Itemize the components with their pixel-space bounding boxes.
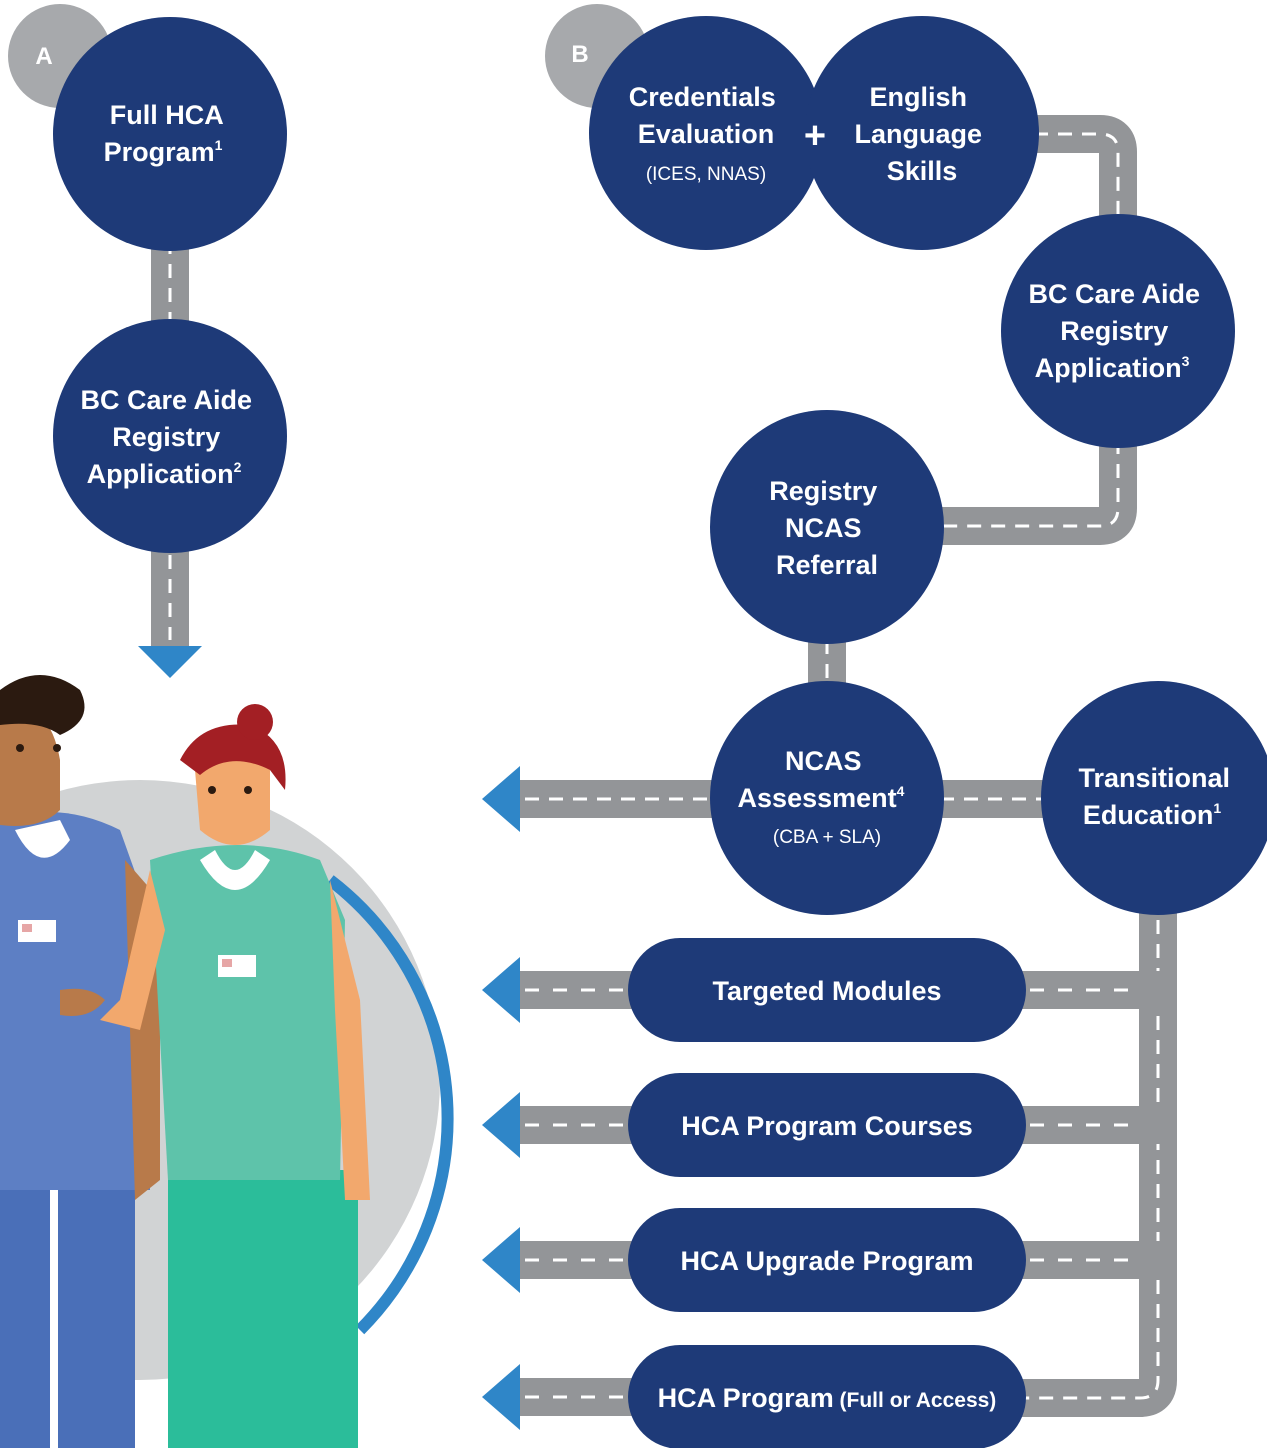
option-label: HCA Program	[658, 1383, 834, 1413]
option-exit-arrow	[482, 1092, 520, 1158]
option-pill-shape	[628, 938, 1026, 1042]
option-exit-arrow	[482, 957, 520, 1023]
registry-b-line2: Registry	[1060, 316, 1168, 346]
registry-a-footnote: 2	[234, 459, 242, 475]
option-pill-label: Targeted Modules	[712, 976, 941, 1006]
full-hca-line1: Full HCA	[110, 100, 223, 130]
ncas-exit-arrow	[482, 766, 520, 832]
referral-line1: Registry	[769, 476, 877, 506]
full-hca-line2: Program	[104, 137, 215, 167]
option-pill-shape	[628, 1345, 1026, 1448]
svg-text:Transitional Education1: Transitional Education1	[1078, 763, 1237, 830]
option-pill-label: HCA Program Courses	[681, 1111, 973, 1141]
ncas-assessment-node: NCAS Assessment4 (CBA + SLA)	[710, 681, 944, 915]
registry-b-line1: BC Care Aide	[1028, 279, 1200, 309]
ncas-line1: NCAS	[785, 746, 862, 776]
svg-text:Registry NCAS Refe: Registry NCAS Referral	[769, 476, 885, 580]
registry-a-line2: Registry	[112, 422, 220, 452]
referral-line2: NCAS	[785, 513, 862, 543]
svg-text:Credentials Evaluation: Credentials Evaluation	[629, 82, 784, 149]
svg-text:Full HCA Program1: Full HCA Program1	[104, 100, 231, 167]
ncas-footnote: 4	[897, 783, 905, 799]
transitional-line1: Transitional	[1078, 763, 1230, 793]
option-pill-shape	[628, 1208, 1026, 1312]
option-pill-label: HCA Upgrade Program	[680, 1246, 973, 1276]
option-pill-label: HCA Program (Full or Access)	[658, 1383, 997, 1413]
registry-a-line3: Application	[87, 459, 234, 489]
transitional-footnote: 1	[1213, 800, 1221, 816]
pathway-b-roads	[482, 115, 1177, 1430]
option-pill-shape	[628, 1073, 1026, 1177]
option-pill: HCA Upgrade Program	[628, 1208, 1026, 1312]
svg-text:NCAS Assessment4: NCAS Assessment4	[738, 746, 905, 813]
option-exit-arrow	[482, 1227, 520, 1293]
care-aides-illustration	[0, 675, 454, 1448]
male-care-aide-figure	[0, 675, 160, 1448]
option-label: HCA Program Courses	[681, 1111, 973, 1141]
credentials-line2: Evaluation	[638, 119, 775, 149]
registry-application-b-node: BC Care Aide Registry Application3	[1001, 214, 1235, 448]
illustration-accent-arc	[326, 875, 454, 1335]
registry-b-footnote: 3	[1182, 353, 1190, 369]
female-care-aide-figure	[100, 704, 370, 1448]
registry-b-line3: Application	[1035, 353, 1182, 383]
transitional-education-node: Transitional Education1	[1041, 681, 1267, 915]
referral-line3: Referral	[776, 550, 878, 580]
ncas-note: (CBA + SLA)	[773, 827, 881, 848]
option-pill: Targeted Modules	[628, 938, 1026, 1042]
english-line3: Skills	[887, 156, 958, 186]
option-pill: HCA Program (Full or Access)	[628, 1345, 1026, 1448]
full-hca-footnote: 1	[215, 137, 223, 153]
registry-a-line1: BC Care Aide	[80, 385, 252, 415]
pathway-b-badge-label: B	[571, 41, 588, 68]
ncas-line2: Assessment	[738, 783, 897, 813]
registry-application-a-node: BC Care Aide Registry Application2	[53, 319, 287, 553]
option-note: (Full or Access)	[834, 1389, 997, 1412]
credentials-line1: Credentials	[629, 82, 776, 112]
plus-sign: +	[804, 115, 826, 157]
english-line2: Language	[854, 119, 982, 149]
english-language-node: English Language Skills	[805, 16, 1039, 250]
transitional-line2: Education	[1083, 800, 1214, 830]
pathway-a-arrow-down	[138, 646, 202, 678]
registry-ncas-referral-node: Registry NCAS Referral	[710, 410, 944, 644]
credentials-note: (ICES, NNAS)	[646, 164, 766, 185]
credentials-evaluation-node: Credentials Evaluation (ICES, NNAS)	[589, 16, 823, 250]
option-exit-arrow	[482, 1364, 520, 1430]
english-line1: English	[869, 82, 967, 112]
svg-text:English Language S: English Language Skills	[854, 82, 989, 186]
full-hca-program-node: Full HCA Program1	[53, 17, 287, 251]
svg-text:BC Care Aide Registry: BC Care Aide Registry Application3	[1028, 279, 1207, 383]
pathway-a-badge-label: A	[35, 43, 52, 70]
option-label: HCA Upgrade Program	[680, 1246, 973, 1276]
svg-text:BC Care Aide Registry: BC Care Aide Registry Application2	[80, 385, 259, 489]
option-pill: HCA Program Courses	[628, 1073, 1026, 1177]
option-label: Targeted Modules	[712, 976, 941, 1006]
